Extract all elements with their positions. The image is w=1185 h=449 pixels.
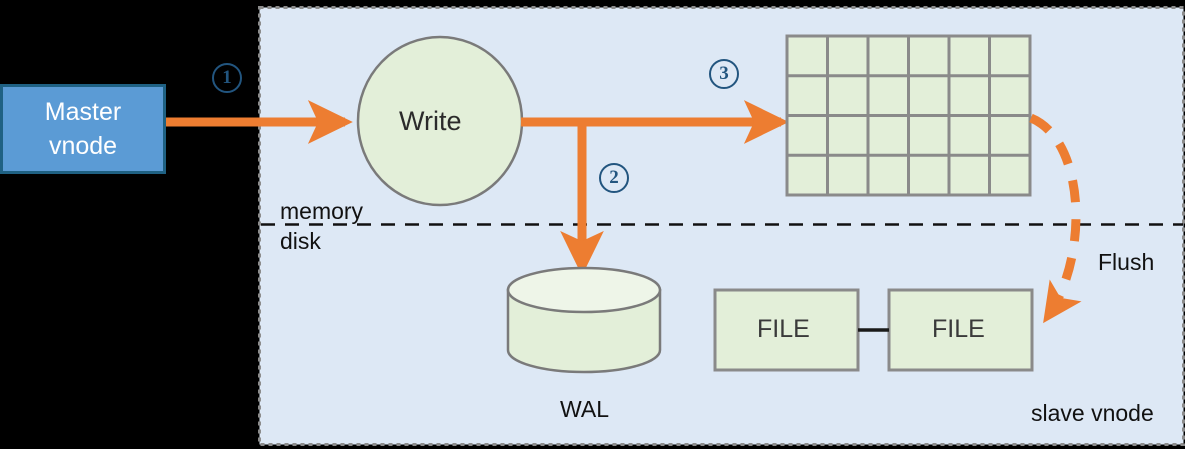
- slave-vnode-label: slave vnode: [1031, 400, 1154, 426]
- flush-edge-label: Flush: [1098, 249, 1155, 275]
- master-vnode-label-line2: vnode: [48, 132, 118, 160]
- wal-label: WAL: [560, 396, 609, 422]
- master-vnode-box[interactable]: Master vnode: [0, 84, 166, 174]
- step-marker-2: 2: [599, 163, 629, 193]
- write-node-label: Write: [399, 106, 462, 136]
- master-vnode-label-line1: Master: [44, 98, 122, 126]
- file-box-2: [887, 288, 1034, 372]
- step-marker-3: 3: [709, 59, 739, 89]
- arrow-flush: [1029, 113, 1082, 324]
- file-box-1: [713, 288, 860, 372]
- step-marker-1: 1: [212, 63, 242, 93]
- memory-tier-label: memory: [280, 198, 364, 224]
- file-box-1-label: FILE: [757, 315, 810, 343]
- file-box-2-label: FILE: [932, 315, 985, 343]
- memory-grid-table: [785, 34, 1032, 197]
- disk-tier-label: disk: [280, 228, 321, 254]
- wal-cylinder: [506, 266, 662, 374]
